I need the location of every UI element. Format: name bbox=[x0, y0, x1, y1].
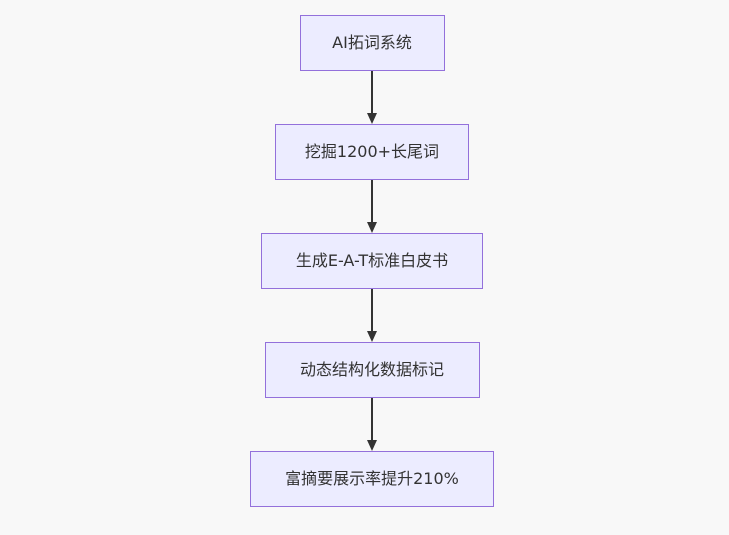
arrow-shaft bbox=[371, 180, 373, 222]
arrowhead-icon bbox=[367, 222, 377, 233]
arrowhead-icon bbox=[367, 113, 377, 124]
flow-node-eat-whitepaper: 生成E-A-T标准白皮书 bbox=[261, 233, 483, 289]
down-arrow bbox=[367, 180, 377, 233]
arrowhead-icon bbox=[367, 440, 377, 451]
down-arrow bbox=[367, 71, 377, 124]
arrow-shaft bbox=[371, 398, 373, 440]
flow-node-label: 挖掘1200+长尾词 bbox=[304, 142, 440, 161]
flow-node-structured-data-markup: 动态结构化数据标记 bbox=[264, 342, 480, 398]
flow-node-label: AI拓词系统 bbox=[332, 33, 412, 52]
arrow-shaft bbox=[371, 289, 373, 331]
down-arrow bbox=[367, 289, 377, 342]
flow-node-label: 生成E-A-T标准白皮书 bbox=[295, 251, 449, 270]
arrow-shaft bbox=[371, 71, 373, 113]
flow-node-longtail-mining: 挖掘1200+长尾词 bbox=[274, 124, 470, 180]
flow-node-label: 动态结构化数据标记 bbox=[299, 360, 444, 379]
flow-node-rich-snippet-rate: 富摘要展示率提升210% bbox=[250, 451, 494, 507]
arrowhead-icon bbox=[367, 331, 377, 342]
flowchart: AI拓词系统 挖掘1200+长尾词 生成E-A-T标准白皮书 动态结构化数据标记… bbox=[250, 15, 494, 507]
flow-node-ai-keyword-system: AI拓词系统 bbox=[299, 15, 445, 71]
flow-node-label: 富摘要展示率提升210% bbox=[285, 469, 459, 488]
down-arrow bbox=[367, 398, 377, 451]
